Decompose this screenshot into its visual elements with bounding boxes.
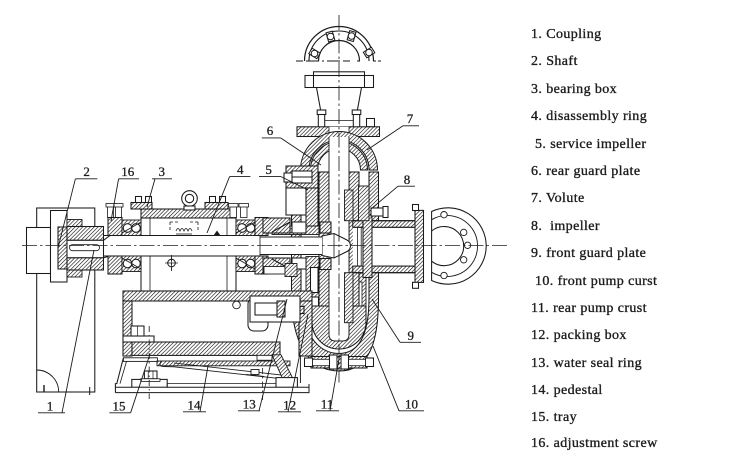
svg-text:13: 13 <box>243 397 256 412</box>
svg-text:3: 3 <box>159 164 166 179</box>
svg-text:4: 4 <box>237 162 244 177</box>
svg-text:12: 12 <box>283 398 296 413</box>
svg-text:6: 6 <box>267 123 274 138</box>
svg-text:15: 15 <box>113 399 126 414</box>
svg-text:10: 10 <box>405 397 418 412</box>
svg-text:1: 1 <box>47 399 54 414</box>
svg-text:9: 9 <box>407 328 414 343</box>
svg-text:11: 11 <box>321 397 334 412</box>
svg-text:7: 7 <box>407 111 414 126</box>
svg-text:14: 14 <box>188 398 202 413</box>
svg-text:8: 8 <box>404 172 411 187</box>
svg-text:5: 5 <box>265 162 272 177</box>
svg-text:16: 16 <box>121 164 135 179</box>
svg-text:2: 2 <box>83 164 90 179</box>
